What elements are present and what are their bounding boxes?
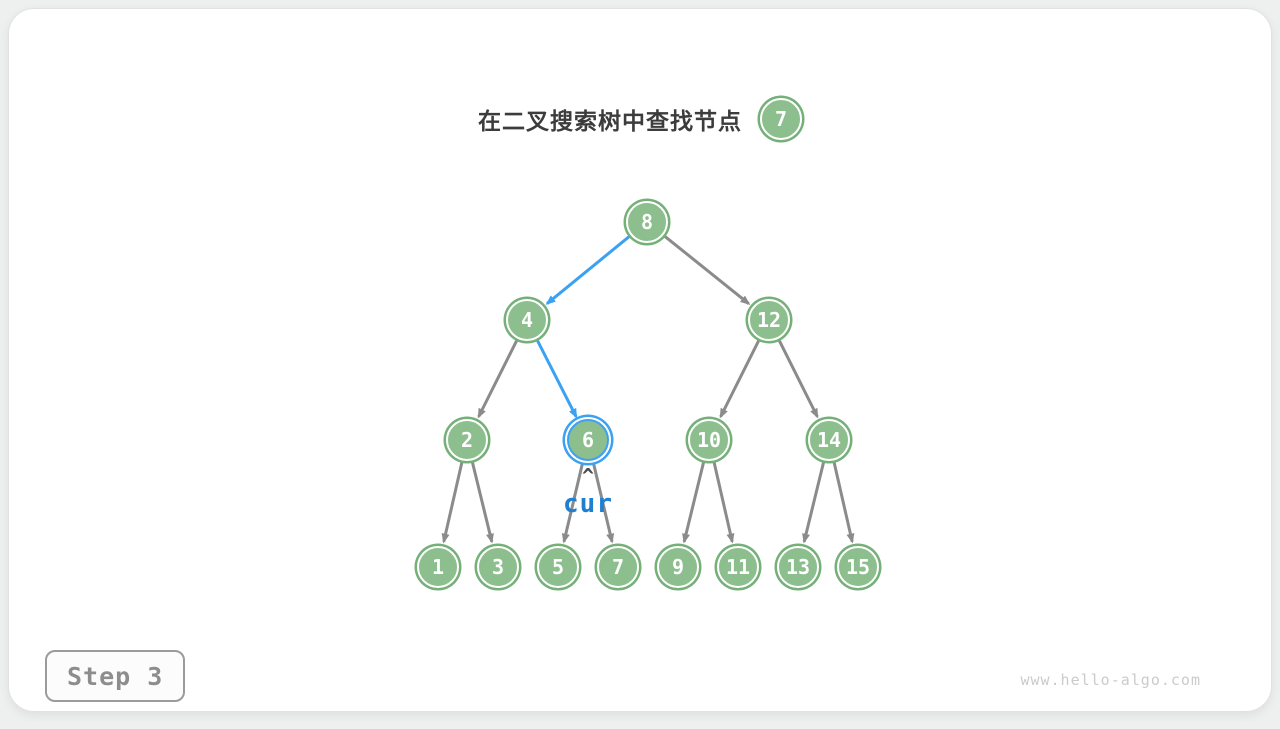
tree-node-value: 5 — [551, 555, 565, 579]
diagram-title: 在二叉搜索树中查找节点 — [478, 108, 742, 134]
tree-node-value: 2 — [460, 428, 474, 452]
tree-node-value: 9 — [671, 555, 685, 579]
title-row: 在二叉搜索树中查找节点 7 — [9, 95, 1271, 143]
cur-pointer-label: cur — [563, 489, 613, 519]
tree-node-value: 15 — [845, 555, 871, 579]
tree-node-13: 13 — [777, 546, 819, 588]
tree-node-value: 11 — [725, 555, 751, 579]
tree-edges — [441, 235, 855, 544]
step-indicator-label: Step 3 — [67, 661, 164, 691]
tree-node-value: 13 — [785, 555, 811, 579]
cur-pointer-caret: ^ — [581, 464, 595, 488]
tree-node-5: 5 — [537, 546, 579, 588]
tree-node-value: 8 — [640, 210, 654, 234]
tree-node-2: 2 — [446, 419, 488, 461]
tree-node-8: 8 — [626, 201, 668, 243]
tree-node-6: 6 — [567, 419, 609, 461]
tree-node-9: 9 — [657, 546, 699, 588]
tree-node-value: 10 — [696, 428, 722, 452]
step-indicator: Step 3 — [45, 650, 186, 702]
tree-node-10: 10 — [688, 419, 730, 461]
tree-node-11: 11 — [717, 546, 759, 588]
tree-node-value: 3 — [491, 555, 505, 579]
tree-node-7: 7 — [597, 546, 639, 588]
tree-node-value: 4 — [520, 308, 534, 332]
tree-node-value: 12 — [756, 308, 782, 332]
tree-node-value: 6 — [581, 428, 595, 452]
tree-node-12: 12 — [748, 299, 790, 341]
search-target-node: 7 — [760, 98, 802, 140]
tree-node-14: 14 — [808, 419, 850, 461]
tree-node-value: 7 — [611, 555, 625, 579]
tree-node-15: 15 — [837, 546, 879, 588]
search-target-value: 7 — [774, 107, 788, 131]
tree-node-value: 1 — [431, 555, 445, 579]
watermark: www.hello-algo.com — [1020, 671, 1201, 689]
tree-node-value: 14 — [816, 428, 842, 452]
tree-node-1: 1 — [417, 546, 459, 588]
tree-node-3: 3 — [477, 546, 519, 588]
tree-node-4: 4 — [506, 299, 548, 341]
